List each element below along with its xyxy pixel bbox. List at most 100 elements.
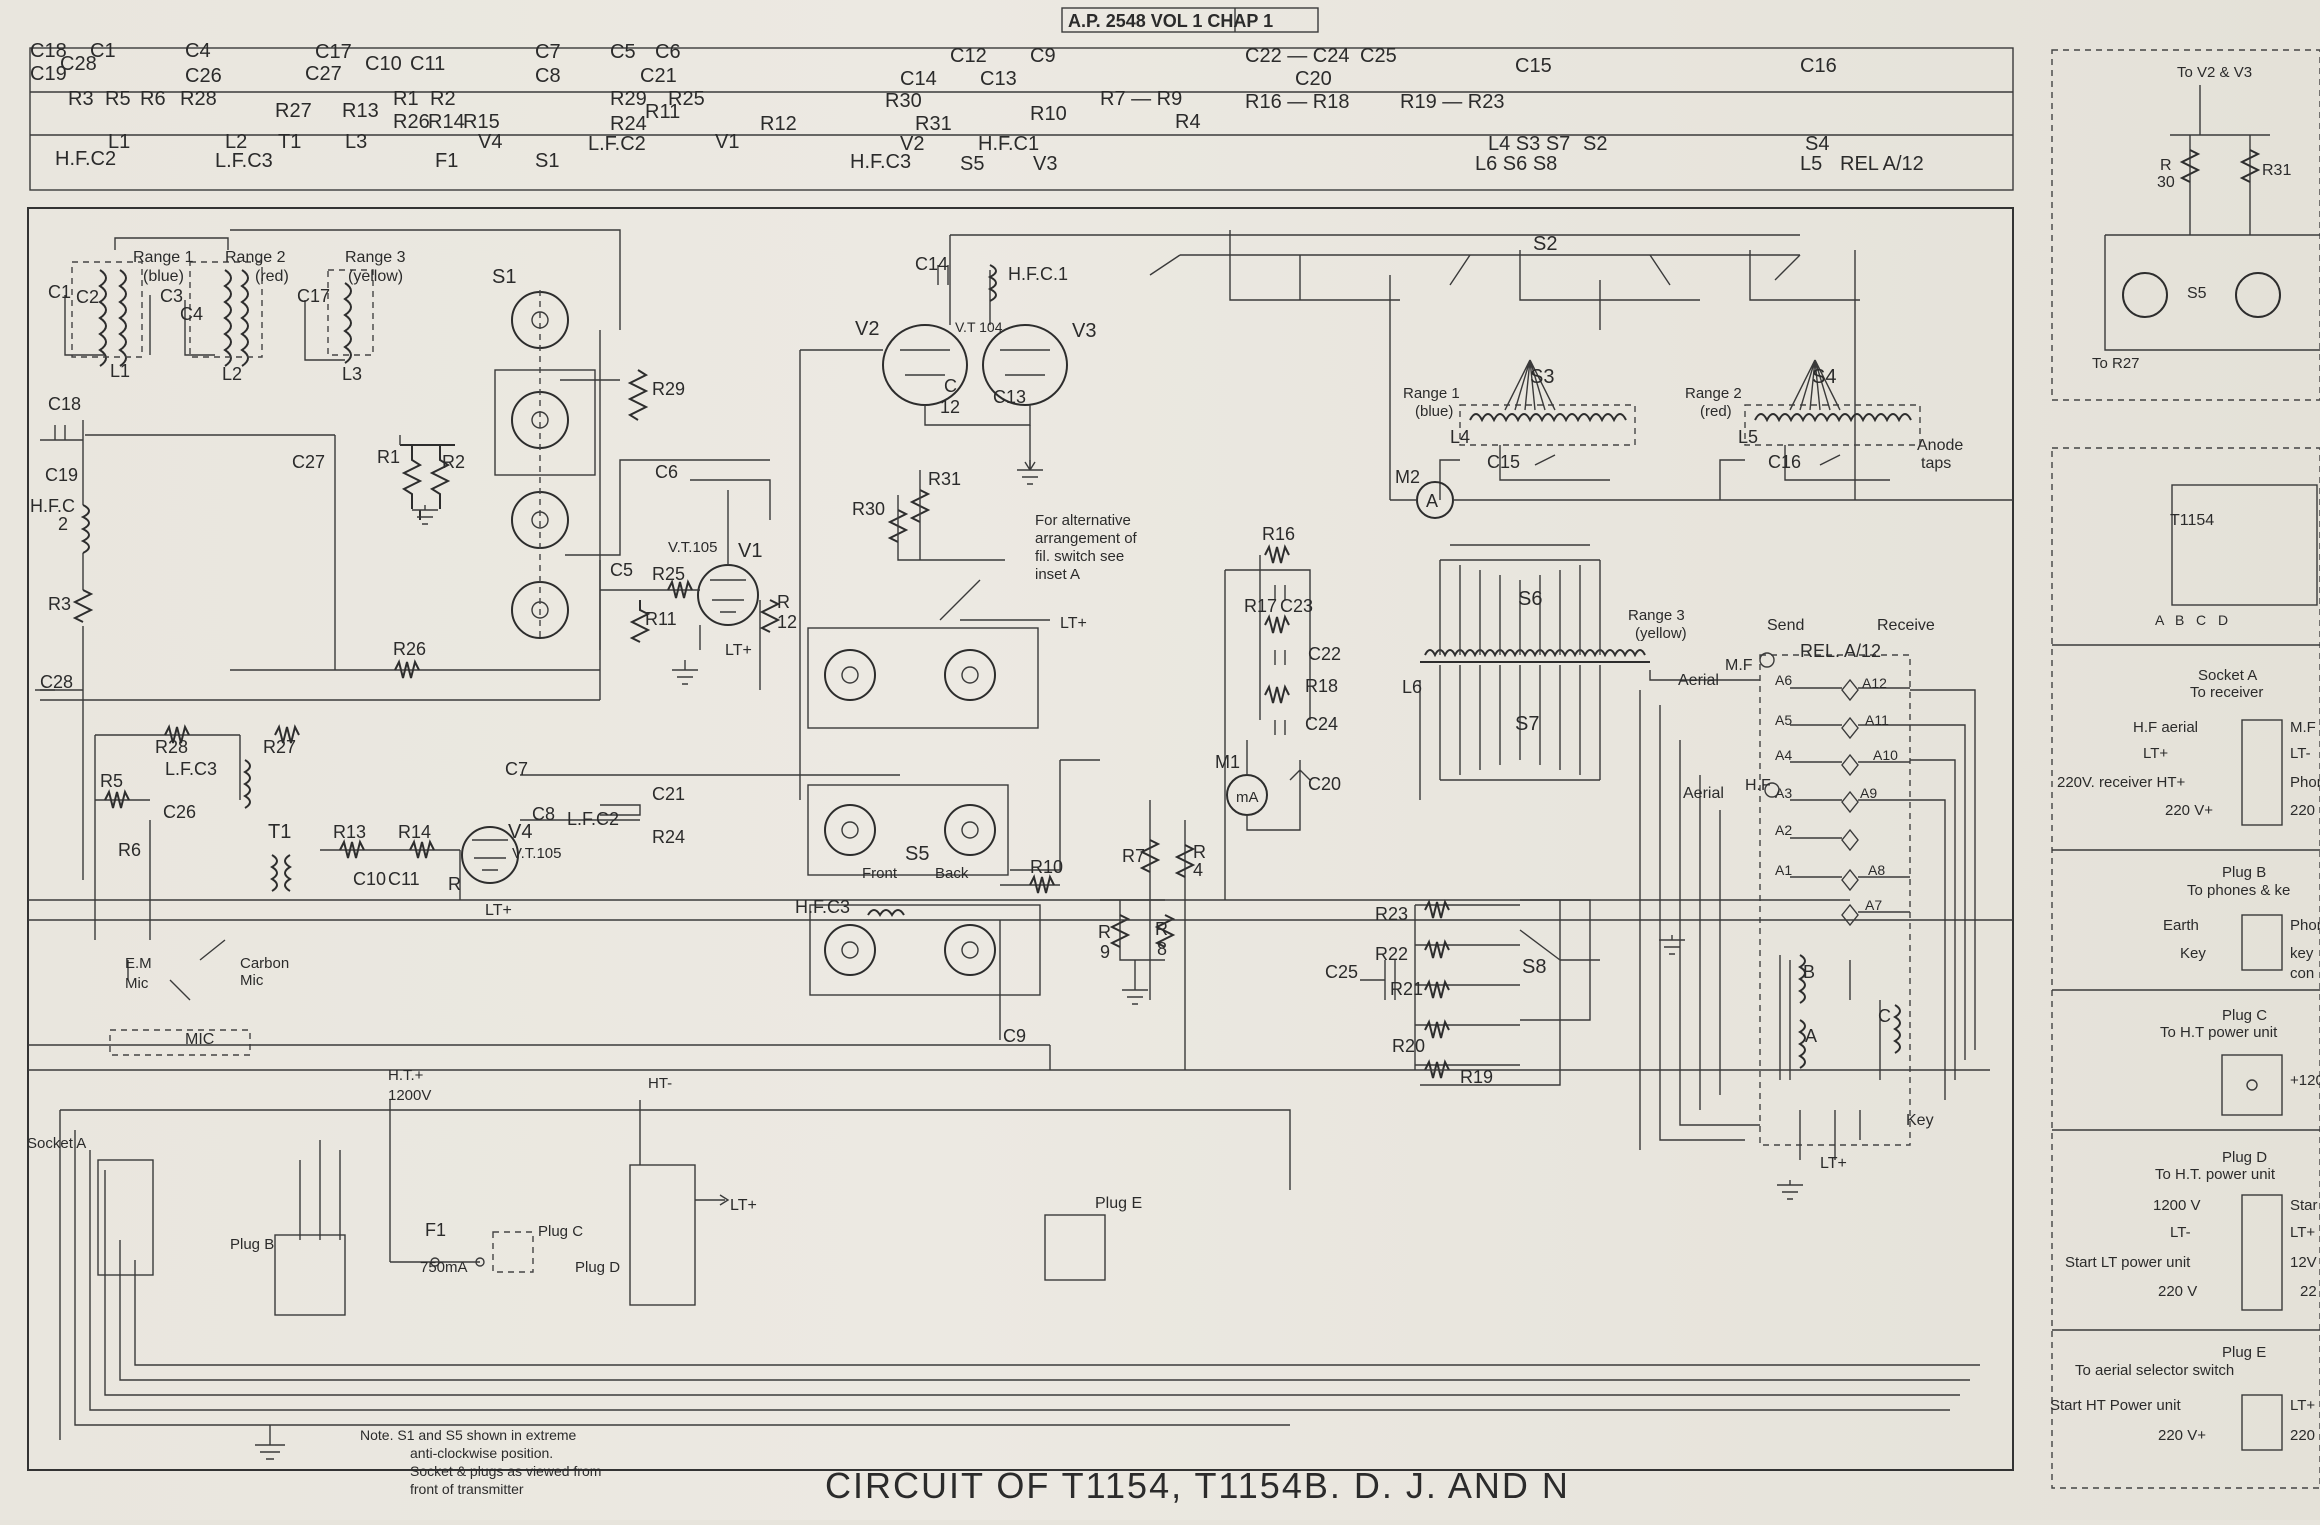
v2-v3-tubes xyxy=(799,234,1800,800)
component-label: C5 xyxy=(610,560,633,580)
index-entry: C14 xyxy=(900,68,937,90)
index-entry: R27 xyxy=(275,100,312,122)
component-label: A7 xyxy=(1865,897,1882,913)
component-label: C3 xyxy=(160,286,183,306)
index-entry: S1 xyxy=(535,150,559,172)
component-label: S5 xyxy=(905,843,929,865)
s5-switch xyxy=(807,627,1100,1040)
component-label: R10 xyxy=(1030,857,1063,877)
index-entry: L.F.C3 xyxy=(215,150,273,172)
index-entry: REL A/12 xyxy=(1840,153,1924,175)
component-label: (blue) xyxy=(1415,403,1453,420)
bias-resistors xyxy=(85,369,649,520)
wiring-harness xyxy=(28,689,2013,1440)
component-label: (red) xyxy=(1700,403,1732,420)
component-label: 220 V+ xyxy=(2158,1427,2206,1444)
index-entry: L.F.C2 xyxy=(588,133,646,155)
component-label: Star xyxy=(2290,1197,2318,1214)
component-label: R6 xyxy=(118,840,141,860)
index-entry: H.F.C2 xyxy=(55,148,116,170)
diagram-title: CIRCUIT OF T1154, T1154B. D. J. AND N xyxy=(825,1465,1570,1506)
component-label: L3 xyxy=(342,364,362,384)
component-label: To H.T power unit xyxy=(2160,1024,2278,1041)
component-label: R28 xyxy=(155,737,188,757)
component-label: C14 xyxy=(915,254,948,274)
component-label: Plug C xyxy=(538,1223,583,1240)
component-label: R26 xyxy=(393,639,426,659)
index-entry: R26 xyxy=(393,111,430,133)
component-label: C xyxy=(944,376,957,396)
left-bus xyxy=(35,420,94,880)
component-label: A5 xyxy=(1775,712,1792,728)
component-label: Mic xyxy=(125,975,149,992)
component-label: C20 xyxy=(1308,774,1341,794)
component-label: L2 xyxy=(222,364,242,384)
index-entry: R31 xyxy=(915,113,952,135)
component-label: C19 xyxy=(45,465,78,485)
filament-switch xyxy=(887,470,1050,621)
index-entry: V2 xyxy=(900,133,924,155)
component-label: MIC xyxy=(185,1031,214,1048)
component-label: S6 xyxy=(1518,588,1542,610)
component-label: V.T 104 xyxy=(955,319,1003,335)
index-entry: C26 xyxy=(185,65,222,87)
component-label: Plug E xyxy=(1095,1195,1142,1212)
component-label: R7 xyxy=(1122,846,1145,866)
index-entry: C17 xyxy=(315,41,352,63)
index-entry: C10 xyxy=(365,53,402,75)
index-entry: L4 S3 S7 xyxy=(1488,133,1570,155)
component-label: R24 xyxy=(652,827,685,847)
index-entry: R30 xyxy=(885,90,922,112)
component-label: A12 xyxy=(1862,675,1887,691)
component-label: To phones & ke xyxy=(2187,882,2290,899)
component-label: C26 xyxy=(163,802,196,822)
index-entry: R25 xyxy=(668,88,705,110)
component-label: Socket A xyxy=(2198,667,2257,684)
component-label: R14 xyxy=(398,822,431,842)
index-entry: C27 xyxy=(305,63,342,85)
component-label: C16 xyxy=(1768,452,1801,472)
component-label: S4 xyxy=(1812,366,1836,388)
component-label: A xyxy=(1805,1026,1817,1046)
component-label: L.F.C2 xyxy=(567,809,619,829)
component-label: Range 2 xyxy=(1685,385,1742,402)
component-label: Start LT power unit xyxy=(2065,1254,2191,1271)
component-label: LT+ xyxy=(1820,1155,1847,1172)
component-label: 9 xyxy=(1100,942,1110,962)
component-label: M2 xyxy=(1395,467,1420,487)
component-label: 1200V xyxy=(388,1087,431,1104)
component-label: A2 xyxy=(1775,822,1792,838)
index-entry: R6 xyxy=(140,88,166,110)
component-label: 220 xyxy=(2290,802,2315,819)
r7-r9 xyxy=(1100,800,1196,1070)
index-entry: R28 xyxy=(180,88,217,110)
ground-symbols xyxy=(255,460,1803,1460)
component-label: R xyxy=(2160,157,2172,174)
component-label: Plug E xyxy=(2222,1344,2266,1361)
component-label: 750mA xyxy=(420,1259,468,1276)
note-line-2: anti-clockwise position. xyxy=(410,1445,553,1461)
component-label: 8 xyxy=(1157,939,1167,959)
index-entry: C12 xyxy=(950,45,987,67)
index-entry: L3 xyxy=(345,131,367,153)
component-label: C9 xyxy=(1003,1026,1026,1046)
component-label: R16 xyxy=(1262,524,1295,544)
component-label: con xyxy=(2290,965,2314,982)
component-label: S8 xyxy=(1522,956,1546,978)
component-label: R xyxy=(1155,919,1168,939)
component-label: To receiver xyxy=(2190,684,2263,701)
component-label: Start HT Power unit xyxy=(2050,1397,2181,1414)
v1-tube xyxy=(600,479,781,690)
component-label: (yellow) xyxy=(348,268,403,285)
grid-bias-line xyxy=(40,435,601,701)
component-label: R13 xyxy=(333,822,366,842)
component-label: R22 xyxy=(1375,944,1408,964)
component-label: C xyxy=(1878,1006,1891,1026)
component-label: C1 xyxy=(48,282,71,302)
index-entry: R13 xyxy=(342,100,379,122)
component-label: 22 xyxy=(2300,1283,2317,1300)
component-label: M1 xyxy=(1215,752,1240,772)
